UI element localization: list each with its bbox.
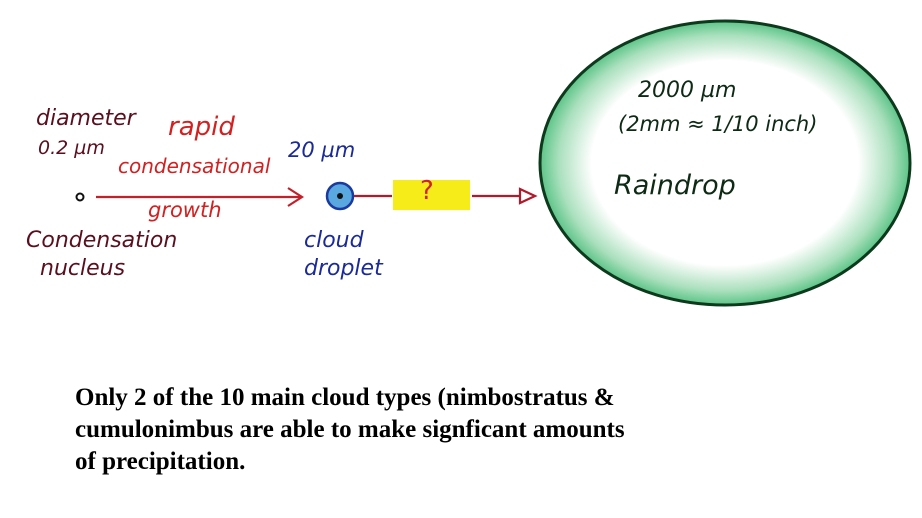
nucleus-name-2: nucleus	[40, 256, 126, 281]
nucleus-name-1: Condensation	[26, 228, 178, 253]
droplet-name-2: droplet	[304, 256, 383, 281]
caption-line: cumulonimbus are able to make signficant…	[75, 416, 625, 443]
raindrop-conversion: (2mm ≈ 1/10 inch)	[618, 112, 818, 136]
nucleus-size: 0.2 µm	[38, 137, 105, 159]
unknown-step-highlight	[393, 180, 470, 210]
process-condensational: condensational	[118, 154, 271, 178]
growth-arrow	[96, 187, 305, 207]
raindrop-shape	[538, 19, 912, 307]
droplet-name-1: cloud	[304, 228, 364, 253]
unknown-step-label: ?	[420, 176, 434, 206]
caption-line: Only 2 of the 10 main cloud types (nimbo…	[75, 384, 615, 411]
process-rapid: rapid	[168, 112, 235, 142]
droplet-size: 20 µm	[288, 138, 356, 162]
caption-line: of precipitation.	[75, 448, 246, 475]
cloud-droplet-core	[337, 193, 343, 199]
raindrop-size: 2000 µm	[638, 78, 737, 103]
raindrop-name: Raindrop	[614, 170, 736, 201]
caption: Only 2 of the 10 main cloud types (nimbo…	[75, 382, 625, 478]
nucleus-dot	[75, 192, 85, 202]
raindrop-arrow	[354, 187, 538, 205]
process-growth: growth	[148, 198, 222, 222]
diameter-label: diameter	[36, 106, 136, 131]
